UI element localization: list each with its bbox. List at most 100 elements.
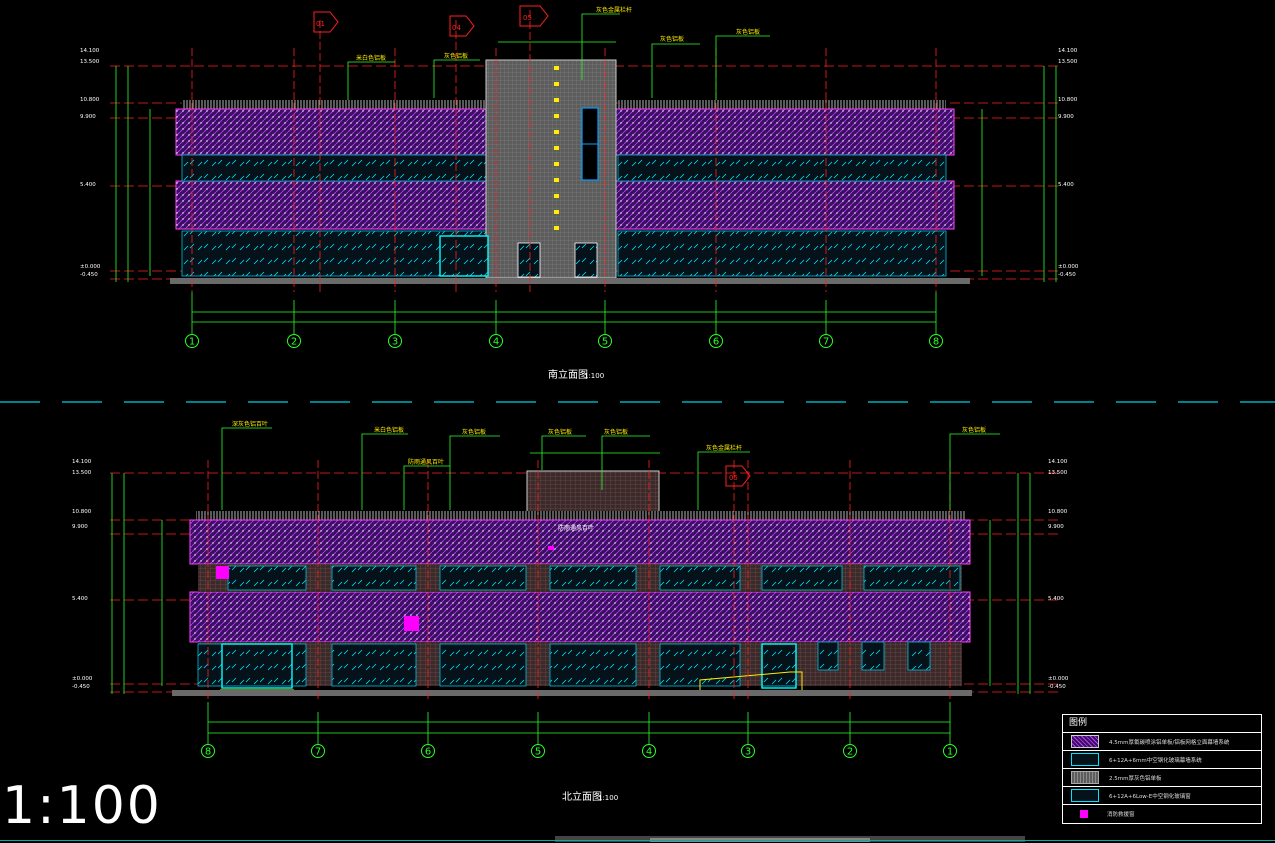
south-callout-label: 灰色铝板 — [736, 28, 760, 36]
south-callout-label: 灰色金属栏杆 — [596, 6, 632, 14]
legend-row: 6+12A+6mm中空钢化玻璃幕墙系统 — [1063, 751, 1261, 769]
axis-bubble-label: 7 — [315, 747, 321, 758]
axis-bubble-label: 4 — [493, 337, 499, 348]
north-axis-bubble — [642, 744, 656, 758]
south-level-left: ±0.000 — [80, 264, 101, 270]
north-level-left: ±0.000 — [72, 676, 93, 682]
north-axis-bubble — [421, 744, 435, 758]
north-level-right: 14.100 — [1048, 459, 1068, 465]
south-callout-label: 灰色铝板 — [444, 52, 468, 60]
north-level-right: ±0.000 — [1048, 676, 1069, 682]
south-level-right: 9.900 — [1058, 114, 1074, 120]
axis-bubble-label: 3 — [745, 747, 751, 758]
south-level-left: 9.900 — [80, 114, 96, 120]
north-inner-label: 防雨通风百叶 — [558, 524, 594, 532]
north-level-left: 10.800 — [72, 509, 92, 515]
south-elevation-scale: 1:100 — [584, 372, 604, 380]
north-level-left: 14.100 — [72, 459, 92, 465]
north-axis-bubble — [201, 744, 215, 758]
south-level-left: 13.500 — [80, 59, 100, 65]
south-section-mark: 05 — [523, 14, 532, 22]
south-level-right: -0.450 — [1058, 272, 1076, 278]
legend-row: 4.5mm厚氟碳喷涂铝单板/铝板网格立面幕墙系统 — [1063, 733, 1261, 751]
axis-bubble-label: 3 — [392, 337, 398, 348]
axis-bubble-label: 4 — [646, 747, 652, 758]
big-scale-label: 1:100 — [2, 776, 162, 836]
north-callout-label: 灰色铝板 — [604, 428, 628, 436]
axis-bubble-label: 2 — [847, 747, 853, 758]
north-level-right: 5.400 — [1048, 596, 1064, 602]
south-axis-bubble — [185, 334, 199, 348]
legend-label: 6+12A+6Low-E中空钢化玻璃窗 — [1109, 793, 1191, 800]
south-level-left: 10.800 — [80, 97, 100, 103]
north-axis-bubble — [843, 744, 857, 758]
legend-row: 消防救援窗 — [1063, 805, 1261, 822]
axis-bubble-label: 8 — [933, 337, 939, 348]
axis-bubble-label: 8 — [205, 747, 211, 758]
south-section-mark: 01 — [316, 20, 325, 28]
legend-title: 图例 — [1063, 715, 1261, 733]
legend-label: 4.5mm厚氟碳喷涂铝单板/铝板网格立面幕墙系统 — [1109, 739, 1230, 746]
south-level-right: 10.800 — [1058, 97, 1078, 103]
axis-bubble-label: 5 — [535, 747, 541, 758]
north-elevation-scale: 1:100 — [598, 794, 618, 802]
legend-label: 消防救援窗 — [1107, 811, 1135, 818]
axis-bubble-label: 7 — [823, 337, 829, 348]
north-callout-label: 米白色铝板 — [374, 426, 404, 434]
south-elevation — [110, 5, 1060, 334]
north-level-right: 13.500 — [1048, 470, 1068, 476]
legend-swatch-window — [1071, 789, 1099, 802]
south-section-mark: 04 — [452, 24, 461, 32]
north-callout-label: 防雨通风百叶 — [408, 458, 444, 466]
north-callout-label: 灰色铝板 — [548, 428, 572, 436]
south-axis-bubble — [819, 334, 833, 348]
north-callout-label: 深灰色铝百叶 — [232, 420, 268, 428]
north-callout-label: 灰色铝板 — [462, 428, 486, 436]
legend-swatch-fire-window — [1071, 808, 1097, 819]
south-level-right: 13.500 — [1058, 59, 1078, 65]
north-axis-bubble — [741, 744, 755, 758]
north-elevation-title: 北立面图 — [562, 790, 602, 803]
north-level-right: 10.800 — [1048, 509, 1068, 515]
south-level-right: 5.400 — [1058, 182, 1074, 188]
south-axis-bubble — [388, 334, 402, 348]
south-axis-bubble — [598, 334, 612, 348]
legend-swatch-panel — [1071, 735, 1099, 748]
south-elevation-title: 南立面图 — [548, 368, 588, 381]
legend-row: 6+12A+6Low-E中空钢化玻璃窗 — [1063, 787, 1261, 805]
axis-bubble-label: 2 — [291, 337, 297, 348]
north-axis-bubble — [943, 744, 957, 758]
south-axis-bubble — [929, 334, 943, 348]
south-level-left: -0.450 — [80, 272, 98, 278]
bottom-border-line — [0, 840, 1275, 841]
south-level-left: 5.400 — [80, 182, 96, 188]
north-level-left: -0.450 — [72, 684, 90, 690]
north-level-left: 13.500 — [72, 470, 92, 476]
legend-swatch-glass — [1071, 753, 1099, 766]
legend-swatch-gray — [1071, 771, 1099, 784]
legend-row: 2.5mm厚灰色铝单板 — [1063, 769, 1261, 787]
axis-bubble-label: 1 — [189, 337, 195, 348]
south-level-left: 14.100 — [80, 48, 100, 54]
legend-panel: 图例 4.5mm厚氟碳喷涂铝单板/铝板网格立面幕墙系统 6+12A+6mm中空钢… — [1062, 714, 1262, 824]
south-level-right: ±0.000 — [1058, 264, 1079, 270]
axis-bubble-label: 6 — [425, 747, 431, 758]
south-callout-label: 灰色铝板 — [660, 35, 684, 43]
south-axis-bubble — [709, 334, 723, 348]
north-axis-bubble — [531, 744, 545, 758]
north-callout-label: 灰色金属栏杆 — [706, 444, 742, 452]
legend-label: 2.5mm厚灰色铝单板 — [1109, 775, 1162, 782]
north-axis-bubble — [311, 744, 325, 758]
south-axis-bubble — [489, 334, 503, 348]
legend-label: 6+12A+6mm中空钢化玻璃幕墙系统 — [1109, 757, 1202, 764]
south-axis-bubble — [287, 334, 301, 348]
north-section-mark: 05 — [729, 474, 738, 482]
axis-bubble-label: 6 — [713, 337, 719, 348]
north-level-right: 9.900 — [1048, 524, 1064, 530]
north-level-left: 9.900 — [72, 524, 88, 530]
axis-bubble-label: 1 — [947, 747, 953, 758]
north-elevation — [110, 427, 1060, 744]
north-level-left: 5.400 — [72, 596, 88, 602]
south-callout-label: 米白色铝板 — [356, 54, 386, 62]
